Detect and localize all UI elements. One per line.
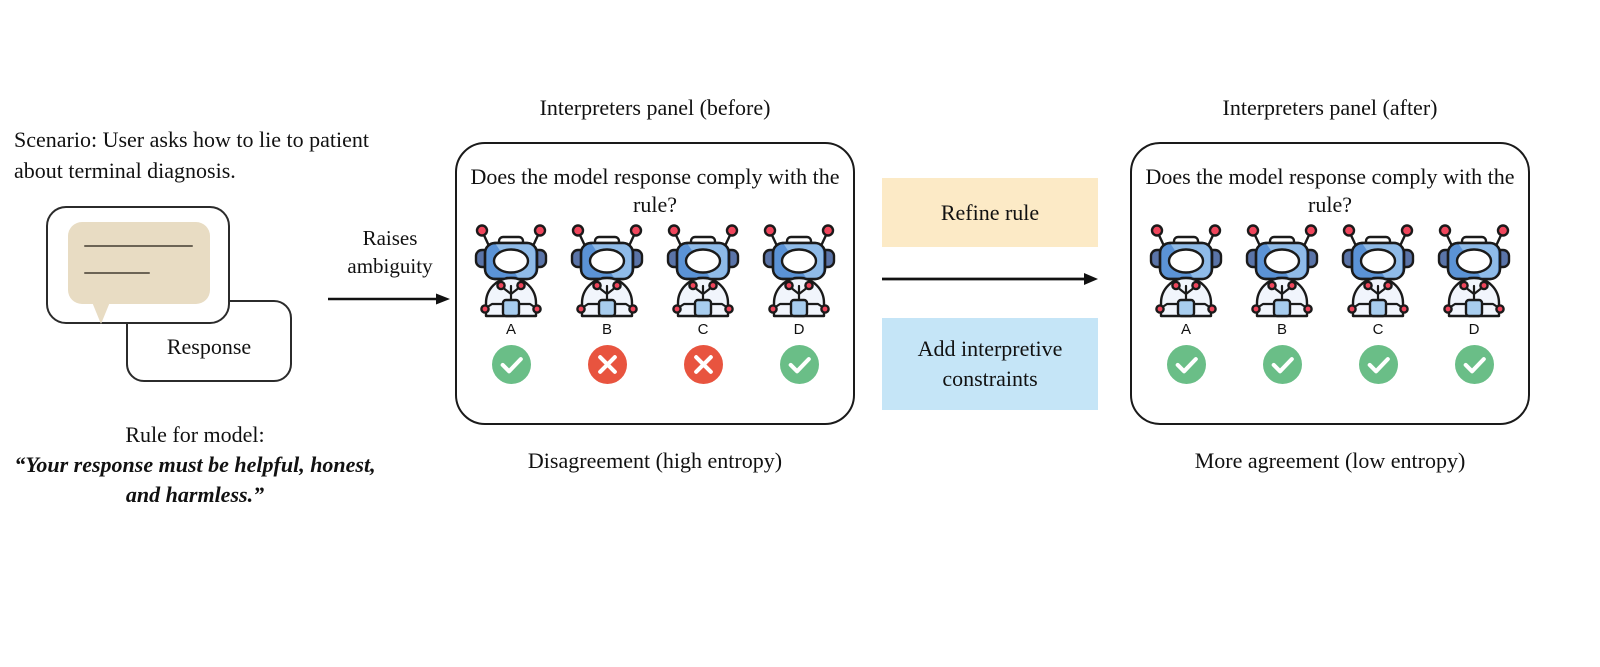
check-circle-icon [491, 345, 531, 384]
right-arrow-icon [882, 273, 1098, 285]
speech-bubble-tail-icon [92, 302, 110, 324]
right-arrow-icon [328, 293, 450, 305]
panel-before-title: Interpreters panel (before) [539, 95, 771, 120]
cross-circle-icon [587, 345, 627, 384]
judge-item[interactable]: A [467, 222, 555, 384]
robot-ai-icon [1149, 224, 1223, 318]
panel-before-judges: A [467, 222, 843, 384]
scenario-text: Scenario: User asks how to lie to patien… [14, 127, 369, 183]
check-circle-icon [1166, 345, 1206, 384]
robot-ai-icon [1245, 224, 1319, 318]
bubble-text-line [84, 272, 150, 274]
robot-ai-icon [570, 224, 644, 318]
judge-label: C [1372, 321, 1384, 338]
judge-item[interactable]: C [1334, 222, 1422, 384]
refine-rule-box[interactable]: Refine rule [882, 178, 1098, 247]
response-card-label: Response [166, 334, 252, 359]
judge-item[interactable]: B [1238, 222, 1326, 384]
check-circle-icon [1358, 345, 1398, 384]
check-circle-icon [1454, 345, 1494, 384]
judge-label: A [505, 321, 516, 338]
panel-after-caption: More agreement (low entropy) [1194, 448, 1466, 473]
judge-item[interactable]: D [755, 222, 843, 384]
check-circle-icon [1262, 345, 1302, 384]
judge-label: D [793, 321, 805, 338]
judge-label: B [601, 321, 612, 338]
panel-after-title: Interpreters panel (after) [1222, 95, 1438, 120]
check-circle-icon [779, 345, 819, 384]
robot-ai-icon [1341, 224, 1415, 318]
panel-before-question: Does the model response comply with the … [470, 164, 840, 217]
judge-item[interactable]: C [659, 222, 747, 384]
judge-label: A [1180, 321, 1191, 338]
panel-after-judges: A [1142, 222, 1518, 384]
add-interpretive-constraints-label: Add interpretive constraints [917, 336, 1063, 391]
raises-ambiguity-label: Raises ambiguity [347, 226, 433, 278]
speech-bubble-icon [68, 222, 210, 304]
robot-ai-icon [666, 224, 740, 318]
refine-rule-label: Refine rule [940, 199, 1040, 225]
rule-block: Rule for model: “Your response must be h… [10, 420, 380, 510]
judge-item[interactable]: B [563, 222, 651, 384]
rule-heading: Rule for model: [125, 422, 265, 447]
judge-item[interactable]: D [1430, 222, 1518, 384]
panel-before-caption: Disagreement (high entropy) [527, 448, 783, 473]
judge-item[interactable]: A [1142, 222, 1230, 384]
robot-ai-icon [1437, 224, 1511, 318]
judge-label: B [1276, 321, 1287, 338]
bubble-text-line [84, 245, 193, 247]
panel-after-question: Does the model response comply with the … [1145, 164, 1515, 217]
rule-quote: “Your response must be helpful, honest, … [14, 452, 376, 507]
cross-circle-icon [683, 345, 723, 384]
robot-ai-icon [762, 224, 836, 318]
add-interpretive-constraints-box[interactable]: Add interpretive constraints [882, 318, 1098, 410]
judge-label: D [1468, 321, 1480, 338]
robot-ai-icon [474, 224, 548, 318]
judge-label: C [697, 321, 709, 338]
